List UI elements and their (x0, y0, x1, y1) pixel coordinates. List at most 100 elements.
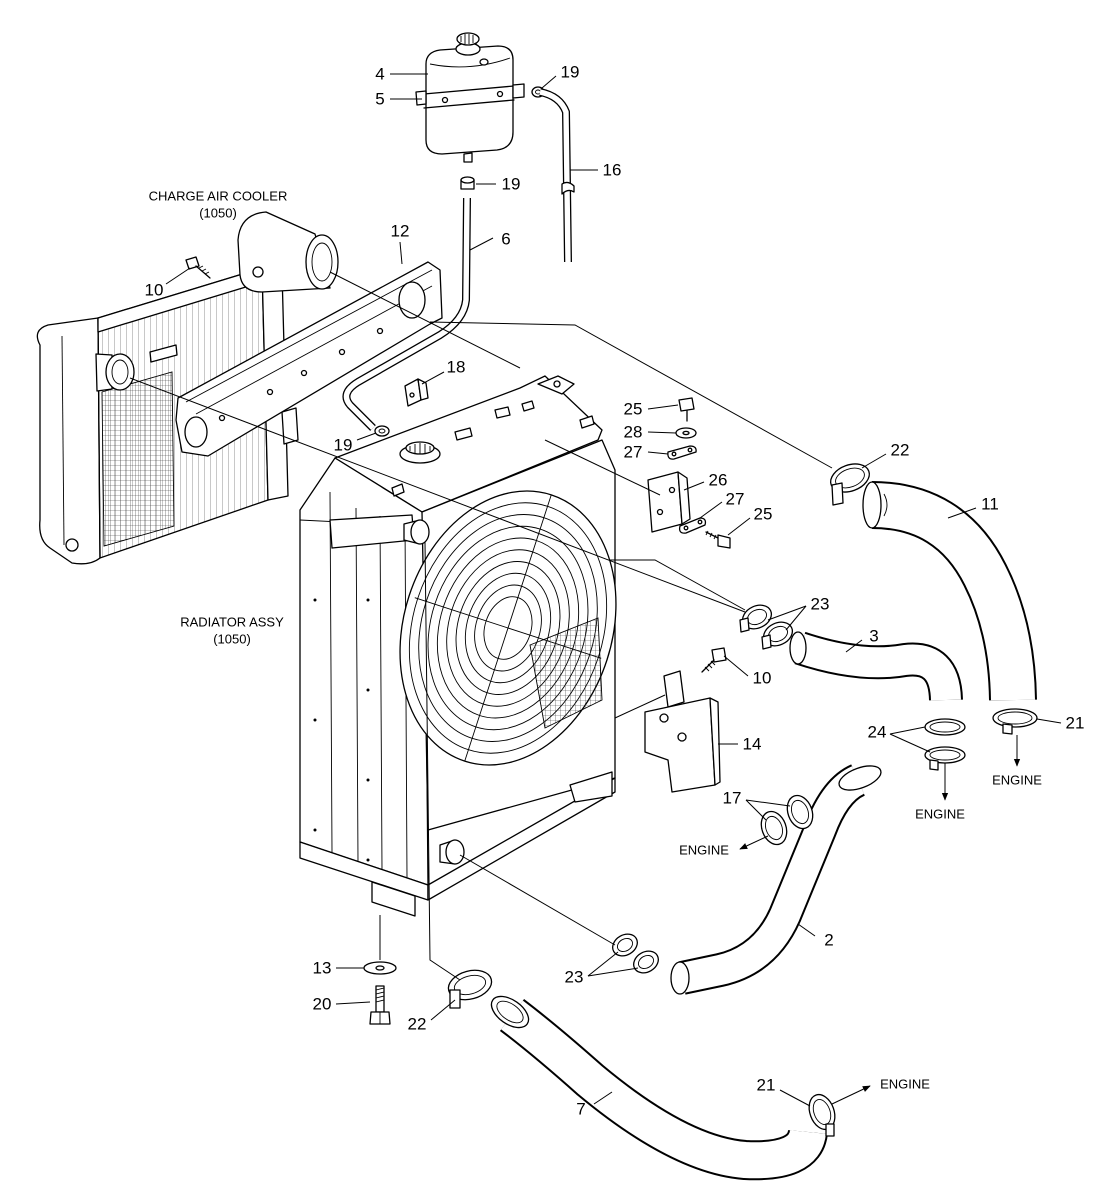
bracket-14 (644, 670, 721, 793)
upper-hose-shape (883, 493, 888, 517)
callout-number: 17 (723, 789, 742, 808)
callout-number: 19 (334, 436, 353, 455)
callout-leaders-shape (683, 481, 705, 491)
callout-number: 14 (743, 735, 762, 754)
charge-air-cooler-shape (61, 335, 65, 546)
radiator-cap-shape (409, 443, 431, 454)
callout-leaders-shape (947, 507, 977, 519)
assembly-labels: CHARGE AIR COOLER (1050) RADIATOR ASSY (… (149, 189, 288, 647)
engine-arrows-shape (831, 1085, 871, 1105)
clamp-lower-shape (449, 989, 461, 1009)
callout-leaders-shape (889, 733, 931, 753)
callout-leaders-shape (727, 517, 751, 536)
tank-strap-shape (423, 99, 515, 109)
callout-leaders-shape (399, 241, 403, 265)
callout-number: 21 (1066, 714, 1085, 733)
charge-air-cooler-ref: (1050) (199, 206, 237, 221)
callout-leaders-shape (469, 237, 494, 251)
clamp-upper (830, 463, 870, 506)
expansion-tank (425, 32, 514, 163)
radiator-assembly-shape (494, 406, 511, 419)
callout-number: 11 (981, 495, 999, 514)
fill-hose (342, 197, 471, 431)
cooler-mounting-bracket-shape (185, 269, 433, 403)
charge-air-cooler-shape (149, 344, 178, 363)
charge-air-cooler-shape (36, 317, 101, 565)
cooler-mounting-bracket (175, 261, 443, 457)
bolt-top (678, 397, 695, 422)
charge-air-cooler-label: CHARGE AIR COOLER (149, 189, 288, 204)
cooler-mounting-bracket-shape (195, 285, 433, 415)
hose-3 (789, 631, 963, 702)
callout-leaders-shape (745, 799, 767, 821)
cooler-mounting-bracket-shape (218, 414, 226, 422)
callout-number: 13 (313, 959, 332, 978)
radiator-outlet-pipe (439, 839, 465, 865)
callout-number: 26 (709, 471, 728, 490)
clamps-17-shape (764, 815, 784, 841)
cooler-mounting-bracket-shape (398, 281, 426, 319)
bracket-14-shape (663, 670, 685, 708)
clamps-17-shape (760, 810, 788, 846)
charge-air-cooler-shape (311, 242, 333, 282)
cooler-bolt (185, 256, 211, 279)
bolt-bracket (701, 647, 727, 673)
callout-number: 22 (408, 1015, 427, 1034)
radiator-assembly-shape (569, 771, 613, 803)
radiator-assy-label: RADIATOR ASSY (180, 615, 284, 630)
clamp-upper-shape (835, 467, 865, 489)
tank-strap (415, 83, 525, 109)
engine-arrows (739, 735, 1021, 1105)
hose-3-shape (795, 633, 961, 702)
callout-leaders-shape (779, 1089, 811, 1107)
bolt-top-shape (678, 397, 695, 412)
callout-number: 19 (502, 175, 521, 194)
callout-leaders-shape (587, 951, 619, 977)
clamp-engine-lower-shape (825, 1123, 835, 1137)
radiator-assembly-shape (313, 598, 317, 602)
clamps-hose-3-shape (761, 634, 772, 650)
plate-lower (678, 517, 707, 534)
engine-label: ENGINE (915, 807, 965, 822)
callout-number: 2 (824, 931, 833, 950)
callout-leaders-shape (699, 501, 723, 519)
radiator-inlet-pipe (403, 519, 430, 545)
washer (675, 427, 697, 439)
assembly-leader-lines (129, 271, 833, 981)
hose-2-shape (838, 765, 882, 791)
callout-number: 23 (565, 968, 584, 987)
callout-leaders-shape (797, 923, 816, 937)
callout-number: 27 (624, 443, 643, 462)
plate-top-shape (687, 447, 693, 453)
radiator-assembly-shape (521, 400, 535, 412)
bracket-14-shape (677, 732, 687, 742)
charge-air-cooler-shape (101, 371, 175, 547)
fan-hub-mesh (529, 617, 603, 729)
callout-leaders-shape (1036, 718, 1062, 724)
cooler-mounting-bracket-shape (184, 416, 208, 448)
callout-number: 25 (754, 505, 773, 524)
radiator-assembly-shape (313, 718, 317, 722)
overflow-hose-shape (561, 181, 575, 195)
tank-strap-shape (423, 85, 515, 95)
hose-7-shape (496, 1000, 524, 1024)
radiator-assembly-shape (454, 427, 473, 441)
callout-leaders-shape (430, 999, 456, 1021)
callout-leaders-shape (785, 605, 807, 631)
assembly-leader-lines-shape (614, 694, 666, 719)
fill-hose-shape (343, 197, 470, 430)
bracket-14-shape (644, 697, 716, 793)
callout-number: 10 (145, 281, 164, 300)
clamps-24-shape (929, 759, 939, 771)
hose-7-shape (490, 995, 530, 1029)
callout-number: 19 (561, 63, 580, 82)
washer-shape (682, 430, 690, 436)
clamps-lower-shape (617, 937, 633, 953)
plate-lower-shape (683, 525, 689, 531)
fitting-tank-bottom (460, 176, 475, 190)
tank-strap-shape (441, 96, 449, 104)
clamps-lower-shape (633, 950, 659, 974)
callout-number: 20 (313, 995, 332, 1014)
radiator-assembly-shape (366, 778, 370, 782)
callout-leaders-shape (335, 1001, 371, 1005)
